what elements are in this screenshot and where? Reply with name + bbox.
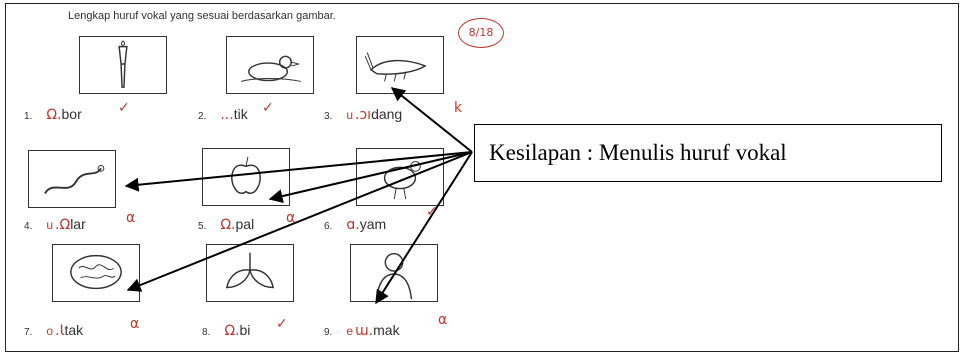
written-vowel: e xyxy=(346,324,354,338)
correct-tick: ✓ xyxy=(276,316,288,332)
wrong-mark: α xyxy=(438,312,448,328)
item-number: 4. xyxy=(24,221,33,232)
written-vowel: o xyxy=(46,324,54,338)
item-6: 6. ɑ.yam xyxy=(324,216,386,233)
written-vowel: u xyxy=(346,108,354,122)
wrong-mark: α xyxy=(130,316,140,332)
woman-icon xyxy=(350,244,438,302)
brain-icon xyxy=(52,244,140,302)
answer-blank: .Ω xyxy=(55,217,71,233)
item-7: 7. o.Ɩtak xyxy=(24,322,83,339)
answer-blank: Ω. xyxy=(220,217,236,233)
score-circle: 8/18 xyxy=(458,18,504,48)
word-fragment: tak xyxy=(64,322,84,338)
error-callout: Kesilapan : Menulis huruf vokal xyxy=(474,124,942,182)
wrong-mark: α xyxy=(126,210,136,226)
item-8: 8. Ω.bi xyxy=(202,322,250,339)
item-4: 4. u.Ωlar xyxy=(24,216,86,233)
word-fragment: lar xyxy=(70,216,86,232)
word-fragment: bi xyxy=(239,322,251,338)
leaf-icon xyxy=(206,244,294,302)
answer-blank: Ω. xyxy=(224,323,240,339)
snake-icon xyxy=(28,150,116,208)
item-number: 5. xyxy=(198,221,207,232)
correct-tick: ✓ xyxy=(118,100,130,116)
wrong-mark: k xyxy=(454,100,463,116)
written-vowel: u xyxy=(46,218,54,232)
correct-tick: ✓ xyxy=(262,100,274,116)
callout-text: Kesilapan : Menulis huruf vokal xyxy=(489,140,787,165)
word-fragment: dang xyxy=(371,106,403,122)
answer-blank: ɯ. xyxy=(355,323,374,339)
item-number: 1. xyxy=(24,111,33,122)
item-5: 5. Ω.pal xyxy=(198,216,254,233)
item-number: 2. xyxy=(198,111,207,122)
item-2: 2....tik xyxy=(198,106,248,123)
chicken-icon xyxy=(356,148,444,206)
word-fragment: tik xyxy=(233,106,248,122)
word-fragment: mak xyxy=(373,322,400,338)
torch-icon xyxy=(79,36,167,94)
wrong-mark: α xyxy=(286,210,296,226)
answer-blank: ɑ. xyxy=(346,217,360,233)
item-number: 3. xyxy=(324,111,333,122)
item-number: 6. xyxy=(324,221,333,232)
apple-icon xyxy=(202,148,290,206)
answer-blank: Ω. xyxy=(46,107,62,123)
word-fragment: pal xyxy=(235,216,255,232)
instruction-text: Lengkap huruf vokal yang sesuai berdasar… xyxy=(68,10,336,22)
word-fragment: bor xyxy=(61,106,82,122)
item-number: 9. xyxy=(324,327,333,338)
answer-blank: .ɔı xyxy=(355,107,372,123)
correct-tick: ✓ xyxy=(426,204,438,220)
item-number: 7. xyxy=(24,327,33,338)
item-1: 1. Ω.bor xyxy=(24,106,82,123)
answer-blank: ... xyxy=(220,107,234,123)
answer-blank: .Ɩ xyxy=(55,323,65,339)
duck-icon xyxy=(226,36,314,94)
item-3: 3. u.ɔıdang xyxy=(324,106,402,123)
item-number: 8. xyxy=(202,327,211,338)
word-fragment: yam xyxy=(359,216,387,232)
shrimp-icon xyxy=(356,36,444,94)
